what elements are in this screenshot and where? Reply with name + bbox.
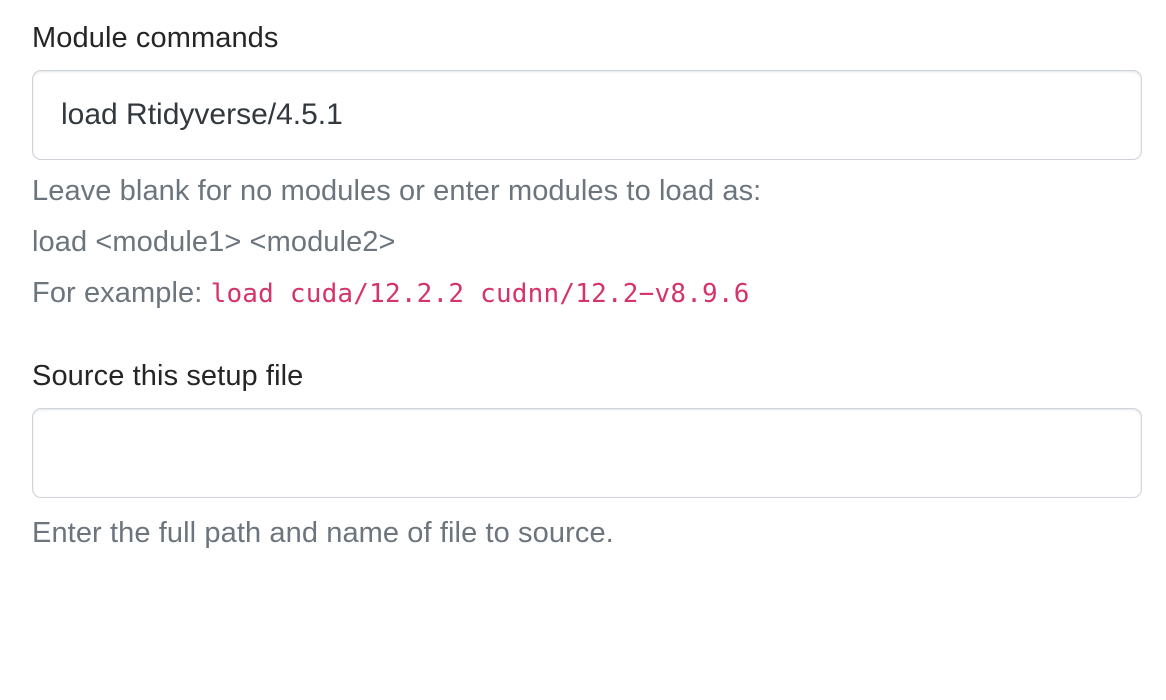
help-example-prefix: For example: xyxy=(32,277,211,309)
help-example-code: load cuda/12.2.2 cudnn/12.2−v8.9.6 xyxy=(210,279,750,309)
section-spacer xyxy=(32,320,1140,356)
source-setup-file-help: Enter the full path and name of file to … xyxy=(32,508,1140,559)
help-line-leave-blank: Leave blank for no modules or enter modu… xyxy=(32,175,762,207)
module-commands-group: Module commands Leave blank for no modul… xyxy=(32,18,1142,320)
source-setup-file-input[interactable] xyxy=(32,408,1142,498)
module-commands-help: Leave blank for no modules or enter modu… xyxy=(32,166,1140,320)
source-setup-file-group: Source this setup file Enter the full pa… xyxy=(32,356,1142,559)
module-commands-label: Module commands xyxy=(32,22,279,54)
help-line-load-syntax: load <module1> <module2> xyxy=(32,226,396,258)
source-setup-file-label: Source this setup file xyxy=(32,360,304,392)
help-line-example: For example: load cuda/12.2.2 cudnn/12.2… xyxy=(32,268,1140,320)
module-commands-input[interactable] xyxy=(32,70,1142,160)
help-line-enter-path: Enter the full path and name of file to … xyxy=(32,517,614,549)
